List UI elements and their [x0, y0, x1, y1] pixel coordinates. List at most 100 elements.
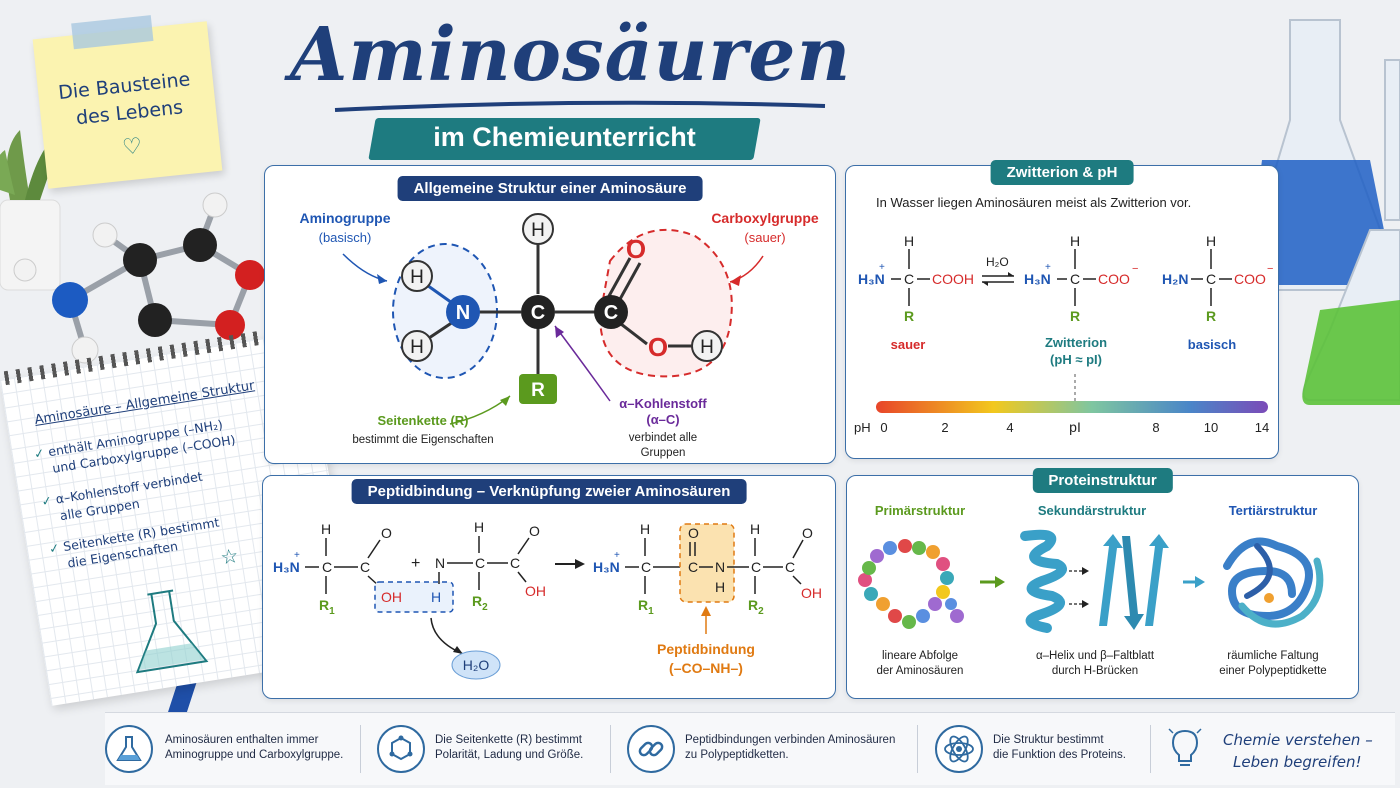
amino-group-label: Aminogruppe: [300, 210, 391, 226]
ph-scale-bar: [876, 401, 1268, 413]
footer-text: Die Struktur bestimmt die Funktion des P…: [993, 733, 1153, 763]
water-removal-box: [374, 581, 454, 613]
flask-icon: [105, 725, 153, 773]
atom-hydrogen: [691, 330, 723, 362]
footer-divider: [1150, 725, 1151, 773]
atom-hydrogen: [401, 260, 433, 292]
plus-sign: +: [411, 555, 420, 572]
r-label: R: [1070, 308, 1080, 324]
carbon-label: C: [641, 559, 651, 575]
footer-text-line2: zu Polypeptidketten.: [685, 749, 789, 761]
structure-panel: Allgemeine Struktur einer Aminosäure H H…: [264, 165, 836, 464]
plus-charge: +: [614, 550, 620, 561]
sticky-note: Die Bausteine des Lebens ♡: [32, 15, 223, 189]
oxygen-label: O: [381, 525, 392, 541]
zwitterion-diagram: In Wasser liegen Aminosäuren meist als Z…: [854, 195, 1273, 435]
plus-charge: +: [294, 550, 300, 561]
amino-group-sub: (basisch): [319, 230, 372, 245]
carboxyl-group-sub: (sauer): [744, 230, 785, 245]
atom-icon: [935, 725, 983, 773]
r1-label: R1: [638, 597, 654, 617]
carbon-label: C: [475, 555, 485, 571]
footer-text-line2: Polarität, Ladung und Größe.: [435, 749, 584, 761]
footer-text-line1: Peptidbindungen verbinden Aminosäuren: [685, 734, 896, 746]
atom-hydrogen: [522, 213, 554, 245]
zwitterion-panel-title: Zwitterion & pH: [990, 160, 1134, 185]
primary-structure-title: Primärstruktur: [875, 503, 965, 518]
oxygen-label: O: [802, 525, 813, 541]
sidechain-box-label: R: [531, 380, 545, 401]
carbon-label: C: [751, 559, 761, 575]
water-label: H₂O: [986, 255, 1009, 269]
cooh-label: COOH: [932, 271, 974, 287]
page-subtitle: im Chemieunterricht: [433, 122, 696, 152]
beaker-decoration: [1242, 19, 1400, 405]
chain-link-icon: [627, 725, 675, 773]
zwitterion-panel: Zwitterion & pH In Wasser liegen Aminosä…: [845, 160, 1279, 459]
oh-label: OH: [381, 589, 402, 605]
secondary-sub2: durch H-Brücken: [1052, 665, 1138, 677]
peptide-bond-sub: (–CO–NH–): [669, 660, 743, 676]
tertiary-structure-icon: [1223, 537, 1324, 628]
carbon-label: C: [1206, 271, 1216, 287]
ph-tick: 10: [1204, 420, 1218, 435]
zwitterion-sub: (pH ≈ pI): [1050, 352, 1102, 367]
footer-text-line1: Die Seitenkette (R) bestimmt: [435, 734, 582, 746]
atom-hydrogen-label: H: [410, 337, 424, 358]
primary-structure-bead-chain: [858, 539, 964, 629]
ph-tick: 2: [941, 420, 948, 435]
atom-carbon: [594, 295, 628, 329]
footer-text: Die Seitenkette (R) bestimmt Polarität, …: [435, 733, 635, 763]
notebook: Aminosäure – Allgemeine Struktur ✓ enthä…: [0, 324, 358, 706]
minus-charge: −: [1267, 263, 1273, 275]
hydrogen-label: H: [1070, 233, 1080, 249]
footer-text-line1: Aminosäuren enthalten immer: [165, 734, 319, 746]
sidechain-label: Seitenkette (R): [377, 413, 468, 428]
notebook-item: ✓ α–Kohlenstoff verbindet alle Gruppen: [40, 468, 206, 527]
hydrogen-label: H: [321, 521, 331, 537]
page-title: Aminosäuren: [290, 12, 852, 98]
h3n-label: H₃N: [858, 271, 885, 287]
beta-sheet-icon: [1099, 534, 1169, 630]
oxygen-label: O: [529, 523, 540, 539]
atom-hydrogen-label: H: [700, 337, 714, 358]
nitrogen-label: N: [715, 559, 725, 575]
alpha-helix-icon: [1020, 529, 1067, 633]
notebook-item: ✓ enthält Aminogruppe (–NH₂) und Carboxy…: [33, 414, 237, 479]
sticky-text-line2: des Lebens: [74, 96, 185, 130]
zwitterion-intro: In Wasser liegen Aminosäuren meist als Z…: [876, 195, 1191, 210]
peptide-bond-highlight: [679, 523, 735, 603]
footer-text-line2: Aminogruppe und Carboxylgruppe.: [165, 749, 344, 761]
footer-divider: [610, 725, 611, 773]
nitrogen-label: N: [435, 555, 445, 571]
star-icon: ☆: [218, 545, 241, 570]
heart-icon: ♡: [121, 132, 144, 160]
atom-carbon-label: C: [604, 302, 618, 324]
footer-bar: Aminosäuren enthalten immer Aminogruppe …: [105, 712, 1395, 785]
pi-tick-label: pI: [1069, 419, 1081, 435]
atom-hydrogen-label: H: [531, 220, 545, 241]
carboxyl-group-label: Carboxylgruppe: [711, 210, 819, 226]
primary-sub2: der Aminosäuren: [877, 665, 964, 677]
atom-alpha-carbon-label: C: [531, 302, 545, 324]
notebook-item: ✓ Seitenkette (R) bestimmt die Eigenscha…: [48, 514, 223, 575]
protein-panel: Proteinstruktur Primärstruktur Sekundärs…: [846, 468, 1359, 699]
hydrogen-label: H: [1206, 233, 1216, 249]
peptide-panel-title: Peptidbindung – Verknüpfung zweier Amino…: [351, 479, 747, 504]
carbon-label: C: [510, 555, 520, 571]
lightbulb-icon: [1168, 728, 1202, 766]
peptide-panel: Peptidbindung – Verknüpfung zweier Amino…: [262, 475, 836, 699]
secondary-sub1: α–Helix und β–Faltblatt: [1036, 650, 1155, 662]
water-label: H₂O: [463, 657, 490, 673]
footer-divider: [360, 725, 361, 773]
carbon-label: C: [688, 559, 698, 575]
hydrogen-label: H: [474, 519, 484, 535]
slogan-line2: Leben begreifen!: [1233, 753, 1362, 771]
atom-oxygen-label: O: [648, 332, 668, 362]
h3n-label: H₃N: [273, 559, 300, 575]
atom-nitrogen-label: N: [456, 302, 470, 324]
structure-panel-title: Allgemeine Struktur einer Aminosäure: [397, 176, 703, 201]
molecule-icon: [377, 725, 425, 773]
hydrogen-label: H: [904, 233, 914, 249]
alpha-carbon-sub1: verbindet alle: [629, 432, 697, 444]
